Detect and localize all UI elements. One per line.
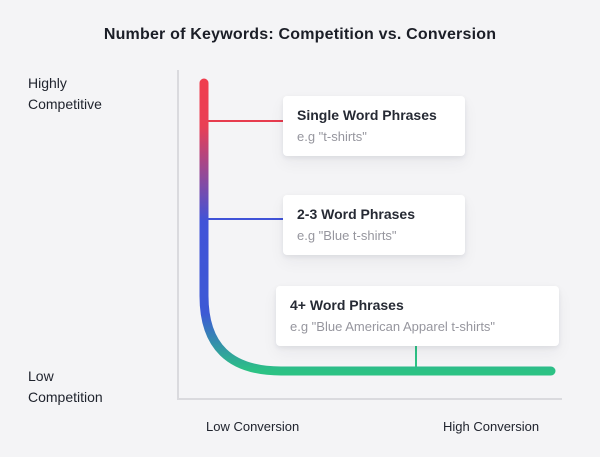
y-axis-line [177,70,179,400]
x-axis-label-high-conversion: High Conversion [443,419,540,434]
callout-card-two-three-word: 2-3 Word Phrases e.g "Blue t-shirts" [283,195,465,255]
callout-example: e.g "Blue t-shirts" [297,228,397,243]
callout-example: e.g "t-shirts" [297,129,367,144]
callout-title: 2-3 Word Phrases [297,206,416,222]
callout-card-four-plus-word: 4+ Word Phrases e.g "Blue American Appar… [276,286,559,346]
y-axis-label-top: Highly Competitive [28,75,102,112]
page-title: Number of Keywords: Competition vs. Conv… [103,26,497,43]
callout-title: 4+ Word Phrases [290,297,404,313]
callout-example: e.g "Blue American Apparel t-shirts" [290,319,496,334]
x-axis-line [177,398,562,400]
x-axis-label-low-conversion: Low Conversion [206,419,300,434]
callout-card-single-word: Single Word Phrases e.g "t-shirts" [283,96,465,156]
callout-title: Single Word Phrases [297,107,437,123]
competition-conversion-curve [199,78,556,376]
y-axis-label-bottom: Low Competition [28,368,103,405]
